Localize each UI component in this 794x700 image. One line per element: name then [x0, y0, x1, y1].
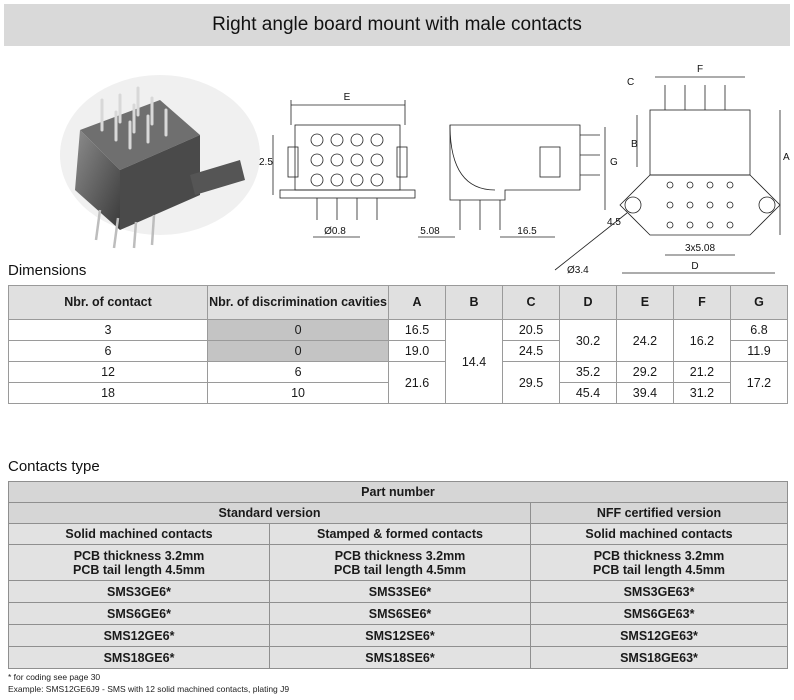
label-5-08: 5.08	[420, 226, 440, 237]
part-cell: SMS18GE6*	[8, 646, 270, 669]
table-row: 3 0 16.5 14.4 20.5 30.2 24.2 16.2 6.8	[7, 319, 789, 404]
contacts-title: Contacts type	[8, 458, 100, 475]
cell-b: 14.4	[445, 319, 504, 404]
spec-line: PCB tail length 4.5mm	[593, 562, 725, 577]
dimensions-title: Dimensions	[8, 262, 87, 279]
part-cell: SMS12GE63*	[530, 624, 788, 647]
dimensions-table: Nbr. of contact Nbr. of discrimination c…	[7, 285, 789, 404]
footnote-example: Example: SMS12GE6J9 - SMS with 12 solid …	[8, 684, 290, 694]
cell-c: 29.5	[502, 361, 560, 404]
cell-f: 31.2	[672, 382, 731, 404]
col1-header: Solid machined contacts	[8, 523, 270, 545]
header-g: G	[729, 285, 789, 320]
product-photo	[60, 75, 260, 249]
col3-header: Solid machined contacts	[530, 523, 788, 545]
header-d: D	[559, 285, 617, 320]
cell-c: 24.5	[502, 340, 560, 362]
cell-a: 16.5	[388, 319, 447, 341]
cell-g: 11.9	[729, 340, 789, 362]
table-row: SMS6GE6* SMS6SE6* SMS6GE63*	[8, 602, 788, 625]
header-f: F	[672, 285, 731, 320]
footnote-coding: * for coding see page 30	[8, 672, 101, 682]
label-f: F	[697, 64, 703, 75]
part-cell: SMS18GE63*	[530, 646, 788, 669]
cell-contact: 18	[7, 382, 209, 404]
col2-header: Stamped & formed contacts	[269, 523, 531, 545]
cell-cavities: 6	[207, 361, 390, 383]
part-cell: SMS6SE6*	[269, 602, 531, 625]
table-row: SMS18GE6* SMS18SE6* SMS18GE63*	[8, 646, 788, 669]
cell-contact: 3	[7, 319, 209, 341]
standard-version-header: Standard version	[8, 502, 531, 524]
cell-cavities: 0	[207, 319, 390, 341]
table-row: SMS12GE6* SMS12SE6* SMS12GE63*	[8, 624, 788, 647]
cell-f: 16.2	[672, 319, 731, 362]
part-cell: SMS12GE6*	[8, 624, 270, 647]
cell-e: 39.4	[615, 382, 674, 404]
cell-c: 20.5	[502, 319, 560, 341]
table-row: SMS3GE6* SMS3SE6* SMS3GE63*	[8, 580, 788, 603]
cell-a: 21.6	[388, 361, 447, 404]
label-c: C	[627, 77, 634, 88]
cell-a: 19.0	[388, 340, 447, 362]
label-d: D	[691, 261, 698, 272]
part-cell: SMS3GE6*	[8, 580, 270, 603]
label-dia-3-4: Ø3.4	[567, 265, 589, 276]
part-cell: SMS18SE6*	[269, 646, 531, 669]
header-c: C	[502, 285, 560, 320]
label-4-5: 4.5	[607, 217, 621, 228]
part-number-header: Part number	[8, 481, 788, 503]
cell-d: 35.2	[559, 361, 617, 383]
technical-drawing: E F G A B C D 2.5 4.5 Ø0.8 5.08 16.5 3x5…	[259, 64, 790, 276]
cell-d: 30.2	[559, 319, 617, 362]
label-b: B	[631, 139, 638, 150]
cell-contact: 12	[7, 361, 209, 383]
part-cell: SMS3GE63*	[530, 580, 788, 603]
part-cell: SMS12SE6*	[269, 624, 531, 647]
label-pitch: 3x5.08	[685, 243, 715, 254]
header-e: E	[615, 285, 674, 320]
spec-line: PCB tail length 4.5mm	[334, 562, 466, 577]
part-cell: SMS6GE6*	[8, 602, 270, 625]
label-2-5: 2.5	[259, 157, 273, 168]
header-b: B	[445, 285, 504, 320]
cell-g: 6.8	[729, 319, 789, 341]
table-row: 18 10 45.4 39.4 31.2	[7, 382, 788, 404]
cell-contact: 6	[7, 340, 209, 362]
cell-d: 45.4	[559, 382, 617, 404]
table-row: 12 6 21.6 29.5 35.2 29.2 21.2 17.2	[7, 361, 789, 404]
contacts-table: Part number Standard version NFF certifi…	[8, 481, 788, 669]
page-title: Right angle board mount with male contac…	[4, 4, 790, 46]
part-cell: SMS6GE63*	[530, 602, 788, 625]
header-cavities: Nbr. of discrimination cavities	[207, 285, 390, 320]
spec-line: PCB thickness 3.2mm	[73, 548, 205, 563]
cell-e: 24.2	[615, 319, 674, 362]
header-a: A	[388, 285, 447, 320]
label-g: G	[610, 157, 618, 168]
label-16-5: 16.5	[517, 226, 537, 237]
spec-line: PCB thickness 3.2mm	[334, 548, 466, 563]
header-contact: Nbr. of contact	[7, 285, 209, 320]
table-row: 6 0 19.0 24.5 11.9	[7, 340, 789, 362]
cell-f: 21.2	[672, 361, 731, 383]
cell-e: 29.2	[615, 361, 674, 383]
label-e: E	[344, 92, 351, 103]
part-cell: SMS3SE6*	[269, 580, 531, 603]
cell-cavities: 0	[207, 340, 390, 362]
spec-line: PCB tail length 4.5mm	[73, 562, 205, 577]
nff-version-header: NFF certified version	[530, 502, 788, 524]
spec-line: PCB thickness 3.2mm	[593, 548, 725, 563]
cell-cavities: 10	[207, 382, 390, 404]
label-dia-0-8: Ø0.8	[324, 226, 346, 237]
label-a: A	[783, 152, 790, 163]
cell-g: 17.2	[729, 361, 789, 404]
